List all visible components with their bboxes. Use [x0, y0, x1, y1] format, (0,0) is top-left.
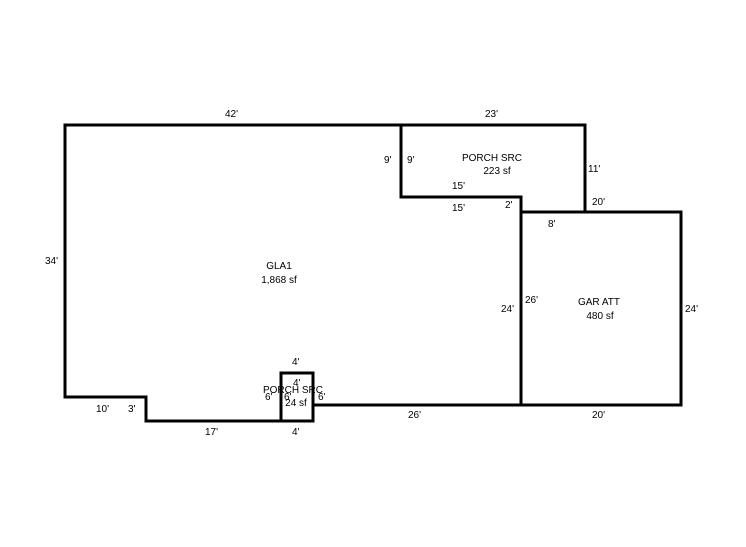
dim-small-porch-top-inner: 4'	[293, 378, 301, 389]
porch-src-top-name: PORCH SRC	[462, 153, 522, 164]
gar-att-area: 480 sf	[586, 311, 613, 322]
porch-src-small-area: 24 sf	[285, 398, 307, 409]
porch-src-small-name: PORCH SRC	[263, 385, 323, 396]
porch-src-top-outline	[399, 123, 587, 214]
dim-step-2: 2'	[505, 200, 513, 211]
dim-gla-right-alt: 26'	[525, 295, 538, 306]
dim-gla-left: 34'	[45, 256, 58, 267]
dim-gla-right: 24'	[501, 304, 514, 315]
dim-gla-notch-top: 15'	[452, 203, 465, 214]
dim-gar-right: 24'	[685, 304, 698, 315]
dim-porch-left-inner: 9'	[407, 155, 415, 166]
dim-porch-right: 11'	[588, 164, 600, 175]
porch-src-small-outline	[279, 371, 315, 423]
dim-porch-top: 23'	[485, 109, 498, 120]
porch-src-top-area: 223 sf	[483, 166, 510, 177]
dim-gla-bottom-left: 10'	[96, 404, 109, 415]
dim-gar-top-short: 8'	[548, 219, 556, 230]
dim-small-porch-left-inner: 6'	[284, 392, 292, 403]
gar-att-name: GAR ATT	[578, 297, 620, 308]
dim-small-porch-left: 6'	[265, 392, 273, 403]
dim-gar-bottom: 20'	[592, 410, 605, 421]
dim-porch-bottom: 15'	[452, 181, 465, 192]
dim-gla-top: 42'	[225, 109, 238, 120]
dim-porch-left-outer: 9'	[384, 155, 392, 166]
gla1-area: 1,868 sf	[261, 275, 297, 286]
dim-small-porch-right: 6'	[318, 392, 326, 403]
dim-gla-bottom-mid: 17'	[205, 427, 218, 438]
garage-outline	[519, 210, 683, 407]
gla1-outline	[63, 123, 523, 423]
dim-small-porch-top: 4'	[292, 357, 300, 368]
gla1-name: GLA1	[266, 261, 292, 272]
dim-gla-bottom-right: 26'	[408, 410, 421, 421]
dim-small-porch-bottom: 4'	[292, 427, 300, 438]
dim-gar-top: 20'	[592, 197, 605, 208]
dim-step-3: 3'	[128, 404, 136, 415]
